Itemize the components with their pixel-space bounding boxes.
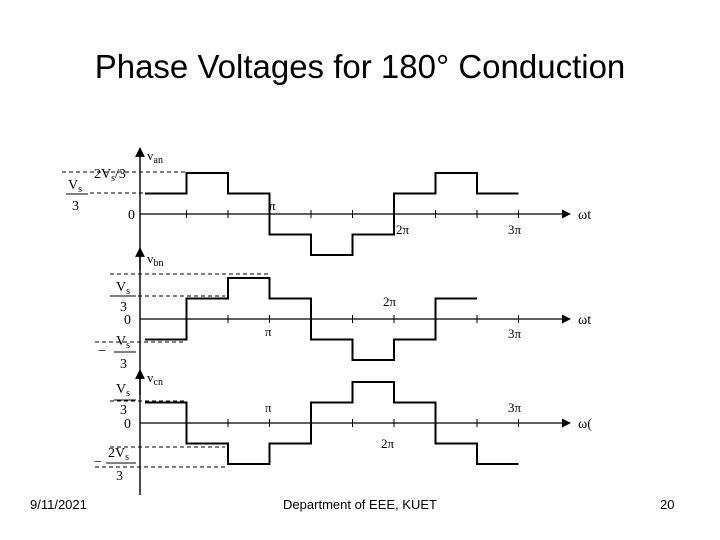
vcn-vs3-fraction: Vs 3	[114, 382, 136, 418]
vcn-zero-label: 0	[124, 417, 131, 432]
vcn-axis-label: vcn	[147, 370, 163, 388]
vcn-neg-2vs3-fraction: − 2Vs 3	[94, 446, 136, 484]
vbn-axis-v: v	[147, 251, 154, 266]
footer-page-number: 20	[660, 497, 675, 512]
van-vs3-bottom: 3	[72, 199, 79, 214]
axis-ticks	[186, 210, 519, 427]
vcn-neg-top: 2Vs	[108, 446, 129, 463]
waveform-vcn	[145, 381, 519, 465]
slide-title: Phase Voltages for 180° Conduction	[94, 48, 626, 85]
vbn-neg-s: s	[126, 340, 130, 351]
vbn-neg-bottom: 3	[120, 357, 127, 372]
vcn-neg-two: 2	[108, 446, 115, 461]
vcn-neg-s: s	[125, 452, 129, 463]
van-2vs3-num: 2	[94, 167, 101, 182]
vbn-vs3-top: Vs	[116, 280, 130, 297]
vcn-neg-bottom: 3	[116, 469, 123, 484]
van-axis-label: van	[147, 148, 163, 166]
dashed-reference-lines	[62, 171, 270, 468]
van-2vs3-v: V	[101, 167, 111, 182]
vcn-neg-v: V	[115, 446, 125, 461]
van-axis-v: v	[147, 148, 154, 163]
vbn-axis-label: vbn	[147, 251, 164, 269]
vcn-pi-label: π	[265, 400, 272, 415]
vbn-axis-sub: bn	[154, 258, 164, 269]
vbn-neg-top: Vs	[116, 334, 130, 351]
vbn-2pi-label: 2π	[383, 294, 397, 309]
van-vs3-v: V	[68, 178, 78, 193]
footer-date: 9/11/2021	[30, 497, 87, 512]
van-vs3-top: Vs	[68, 178, 82, 195]
vcn-3pi-label: 3π	[508, 400, 522, 415]
van-pi-label: π	[269, 198, 276, 213]
van-2pi-label: 2π	[396, 222, 410, 237]
van-2vs3-s: s	[111, 173, 115, 184]
van-3pi-label: 3π	[508, 222, 522, 237]
van-zero-label: 0	[128, 208, 135, 223]
vbn-omega-t: ωt	[578, 313, 591, 328]
vbn-3pi-label: 3π	[508, 326, 522, 341]
vcn-2pi-label: 2π	[381, 436, 395, 451]
van-omega-t: ωt	[578, 208, 591, 223]
vcn-axis-sub: cn	[154, 377, 163, 388]
vcn-vs3-top: Vs	[116, 382, 130, 399]
vcn-vs3-s: s	[126, 388, 130, 399]
van-2vs3-slash: /	[115, 167, 119, 182]
vcn-omega-t: ω(	[578, 417, 592, 432]
vbn-neg-vs3-fraction: − Vs 3	[98, 334, 136, 372]
van-2vs3-label: 2Vs/3	[94, 167, 126, 184]
vbn-vs3-fraction: Vs 3	[114, 280, 136, 315]
vcn-vs3-bottom: 3	[120, 403, 127, 418]
footer-department: Department of EEE, KUET	[283, 497, 437, 512]
van-axis-sub: an	[154, 155, 163, 166]
vcn-vs3-v: V	[116, 382, 126, 397]
vbn-zero-label: 0	[124, 313, 131, 328]
waveform-van	[145, 172, 519, 256]
vbn-vs3-s: s	[126, 286, 130, 297]
vbn-neg-v: V	[116, 334, 126, 349]
van-vs3-fraction: Vs 3	[66, 178, 88, 214]
vbn-neg-minus: −	[98, 344, 106, 359]
vbn-vs3-v: V	[116, 280, 126, 295]
vbn-pi-label: π	[265, 324, 272, 339]
vbn-vs3-bottom: 3	[120, 300, 127, 315]
van-vs3-s: s	[78, 184, 82, 195]
van-2vs3-den: 3	[119, 167, 126, 182]
vcn-neg-minus: −	[94, 455, 102, 470]
vcn-axis-v: v	[147, 370, 154, 385]
